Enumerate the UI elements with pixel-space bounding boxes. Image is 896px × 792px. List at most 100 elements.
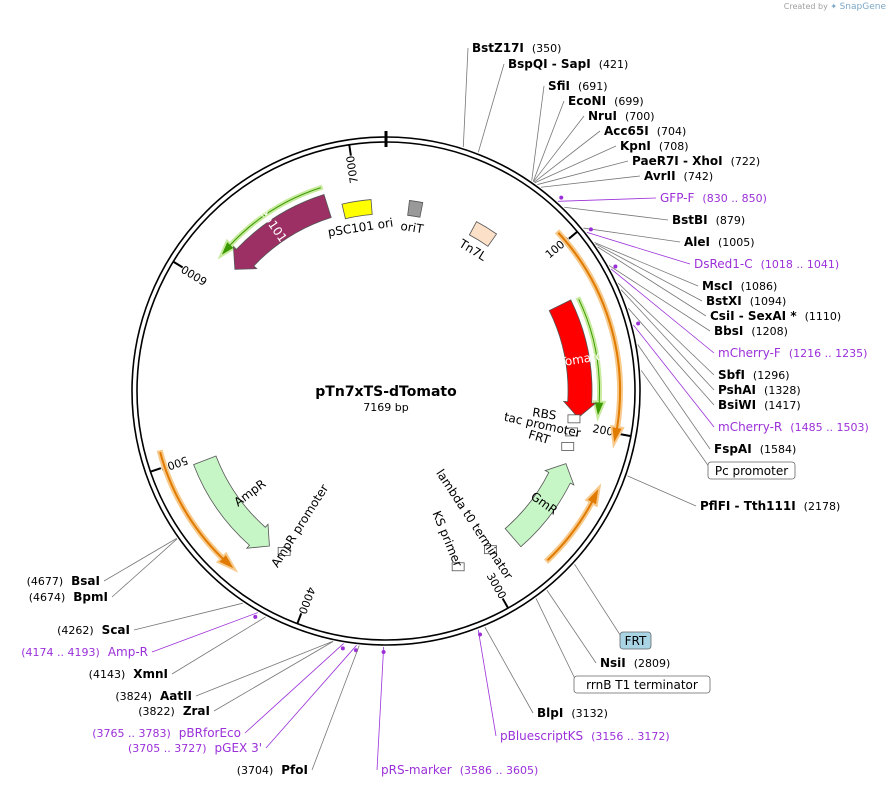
enzyme-labels[interactable]: BstZ17I(350) BspQI - SapI(421) SfiI(691)Ec… [21, 41, 869, 777]
enzyme-bsiwi[interactable]: BsiWI (1417) [718, 398, 801, 412]
tick-mark [619, 433, 632, 438]
enzyme-pbluescriptks[interactable]: pBluescriptKS(3156 .. 3172) [500, 729, 670, 743]
enzyme-name: PshAI [718, 383, 756, 397]
enzyme-aatii[interactable]: (3824)AatII [115, 689, 192, 703]
enzyme-bspqi-sapi[interactable]: BspQI - SapI(421) [508, 57, 628, 71]
enzyme-position: (1086) [741, 280, 778, 293]
enzyme-bstbi[interactable]: BstBI(879) [672, 213, 745, 227]
primer-mark [478, 632, 483, 637]
backbone [131, 131, 641, 646]
enzyme-bstxi[interactable]: BstXI(1094) [706, 294, 786, 308]
plasmid-name: pTn7xTS-dTomato [315, 384, 457, 400]
enzyme-position: (1485 .. 1503) [790, 421, 869, 434]
enzyme-name: ZraI [183, 704, 210, 718]
enzyme-position: (699) [614, 95, 644, 108]
enzyme-pfoi[interactable]: (3704)PfoI [237, 763, 308, 777]
enzyme-position: (2809) [634, 657, 671, 670]
enzyme-name: NruI [588, 109, 617, 123]
tick-label: 6000 [179, 262, 210, 288]
enzyme-scai[interactable]: (4262)ScaI [57, 623, 130, 637]
feature-ampr[interactable]: AmpR [193, 455, 270, 549]
leader-line [265, 645, 357, 749]
enzyme-mcherry-f[interactable]: mCherry-F(1216 .. 1235) [718, 346, 867, 360]
leader-line [637, 344, 711, 450]
feature-label: AmpR promoter [268, 482, 331, 570]
enzyme-name: XmnI [133, 667, 168, 681]
enzyme-zrai[interactable]: (3822)ZraI [138, 704, 210, 718]
enzyme-name: KpnI [620, 139, 651, 153]
enzyme-bpmi[interactable]: (4674)BpmI [29, 590, 108, 604]
feature-shape [193, 455, 270, 549]
enzyme-pbrforeco[interactable]: (3765 .. 3783)pBRforEco [92, 726, 241, 740]
enzyme-paer7i-xhoi[interactable]: PaeR7I - XhoI (722) [632, 154, 760, 168]
enzyme-avrii[interactable]: AvrII(742) [644, 169, 713, 183]
feature-gmr[interactable]: GmR [504, 463, 575, 548]
enzyme-fspai[interactable]: FspAI(1584) [714, 442, 796, 456]
enzyme-prs-marker[interactable]: pRS-marker(3586 .. 3605) [381, 763, 538, 777]
feature-shape [341, 199, 373, 220]
leader-line [595, 243, 703, 302]
enzyme-pshai[interactable]: PshAI(1328) [718, 383, 801, 397]
leader-line [632, 324, 715, 428]
leader-line [111, 538, 178, 598]
enzyme-sfii[interactable]: SfiI(691) [548, 79, 608, 93]
primer-mark [636, 321, 641, 326]
feature-label: FRT [527, 427, 552, 447]
feature-orit[interactable]: oriT [400, 199, 426, 236]
enzyme-amp-r[interactable]: (4174 .. 4193) Amp-R [21, 645, 148, 659]
enzyme-xmni[interactable]: (4143)XmnI [89, 667, 168, 681]
enzyme-dsred1-c[interactable]: DsRed1-C(1018 .. 1041) [694, 257, 839, 271]
tick-label: 4000 [296, 585, 318, 616]
enzyme-name: FspAI [714, 442, 752, 456]
enzyme-blpi[interactable]: BlpI(3132) [537, 706, 608, 720]
enzyme-msci[interactable]: MscI(1086) [702, 279, 777, 293]
enzyme-pflfi-tth111i[interactable]: PflFI - Tth111I(2178) [700, 499, 840, 513]
enzyme-acc65i[interactable]: Acc65I(704) [604, 124, 686, 138]
leader-line [477, 63, 505, 153]
enzyme-bsai[interactable]: (4677)BsaI [27, 574, 100, 588]
enzyme-position: (1417) [764, 399, 801, 412]
leader-line [574, 563, 625, 642]
enzyme-name: DsRed1-C [694, 257, 753, 271]
enzyme-pgex-3[interactable]: (3705 .. 3727)pGEX 3' [128, 741, 262, 755]
enzyme-position: (742) [684, 170, 714, 183]
enzyme-kpni[interactable]: KpnI(708) [620, 139, 689, 153]
feature-dtomato[interactable]: dTomato [548, 299, 604, 419]
enzyme-name: BsiWI [718, 398, 756, 412]
primer-mark [559, 195, 564, 200]
enzyme-position: (4677) [27, 575, 64, 588]
enzyme-position: (722) [731, 155, 761, 168]
enzyme-name: PaeR7I - XhoI [632, 154, 723, 168]
enzyme-gfp-f[interactable]: GFP-F(830 .. 850) [660, 191, 767, 205]
enzyme-alei[interactable]: AleI(1005) [684, 235, 755, 249]
enzyme-mcherry-r[interactable]: mCherry-R(1485 .. 1503) [718, 420, 869, 434]
orf-arrow [575, 296, 607, 422]
leader-line [627, 308, 715, 406]
feature-tn7l[interactable]: Tn7L [456, 221, 498, 264]
enzyme-bstz17i[interactable]: BstZ17I(350) [472, 41, 561, 55]
enzyme-nsii[interactable]: NsiI(2809) [600, 656, 670, 670]
feature-label: RBS [531, 405, 557, 422]
enzyme-csii-sexai[interactable]: CsiI - SexAI * (1110) [710, 309, 841, 323]
primer-mark [253, 614, 258, 619]
enzyme-bbsi[interactable]: BbsI(1208) [714, 324, 788, 338]
credit-brand: SnapGene [839, 2, 886, 12]
enzyme-name: CsiI - SexAI * [710, 309, 797, 323]
enzyme-name: EcoNI [568, 94, 606, 108]
enzyme-position: (1110) [805, 310, 842, 323]
enzyme-position: (879) [716, 214, 746, 227]
enzyme-nrui[interactable]: NruI(700) [588, 109, 655, 123]
leader-line [597, 246, 707, 317]
feature-psc101-ori[interactable]: pSC101 ori [327, 199, 394, 240]
feature-shape [407, 199, 424, 218]
enzyme-econi[interactable]: EcoNI (699) [568, 94, 644, 108]
enzyme-position: (4174 .. 4193) [21, 646, 100, 659]
tick-mark [568, 230, 578, 240]
leader-line [376, 646, 385, 771]
enzyme-name: pBluescriptKS [500, 729, 583, 743]
enzyme-name: Amp-R [108, 645, 148, 659]
enzyme-name: BpmI [73, 590, 108, 604]
enzyme-sbfi[interactable]: SbfI(1296) [718, 368, 790, 382]
leader-line [608, 265, 711, 332]
